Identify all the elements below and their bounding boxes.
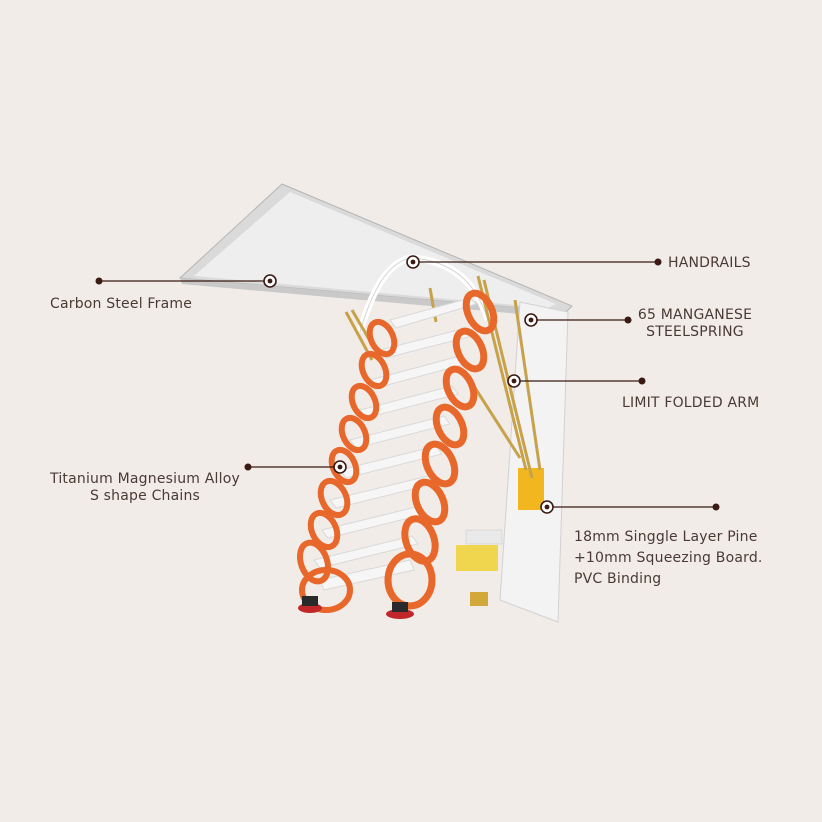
- ladder-feet: [298, 596, 414, 619]
- ladder-steps: [313, 297, 477, 591]
- label-chains-line2: S shape Chains: [89, 488, 201, 504]
- label-handrails-text: HANDRAILS: [668, 255, 751, 271]
- callout-target-dots: [267, 259, 550, 510]
- label-carbon-steel-frame: Carbon Steel Frame: [50, 296, 192, 313]
- label-handrails: HANDRAILS: [668, 255, 751, 272]
- right-chain: [384, 289, 498, 610]
- label-frame-text: Carbon Steel Frame: [50, 296, 193, 312]
- label-spring-line1: 65 MANGANESE: [637, 307, 753, 323]
- side-panel: [456, 301, 569, 623]
- label-board-material: 18mm Singgle Layer Pine +10mm Squeezing …: [574, 527, 763, 590]
- label-s-shape-chains: Titanium Magnesium Alloy S shape Chains: [38, 471, 252, 505]
- label-limit-arm-text: LIMIT FOLDED ARM: [622, 395, 760, 411]
- callout-endpoints: [95, 258, 720, 511]
- label-manganese-spring: 65 MANGANESE STEELSPRING: [630, 307, 760, 341]
- label-board-line2: +10mm Squeezing Board.: [574, 550, 763, 566]
- left-chain: [296, 318, 398, 613]
- callout-lines: [99, 261, 716, 508]
- label-limit-folded-arm: LIMIT FOLDED ARM: [622, 395, 759, 412]
- label-chains-line1: Titanium Magnesium Alloy: [50, 471, 240, 487]
- label-board-line1: 18mm Singgle Layer Pine: [574, 529, 758, 545]
- label-spring-line2: STEELSPRING: [646, 324, 744, 340]
- steel-frame: [178, 183, 573, 318]
- label-board-line3: PVC Binding: [574, 571, 662, 587]
